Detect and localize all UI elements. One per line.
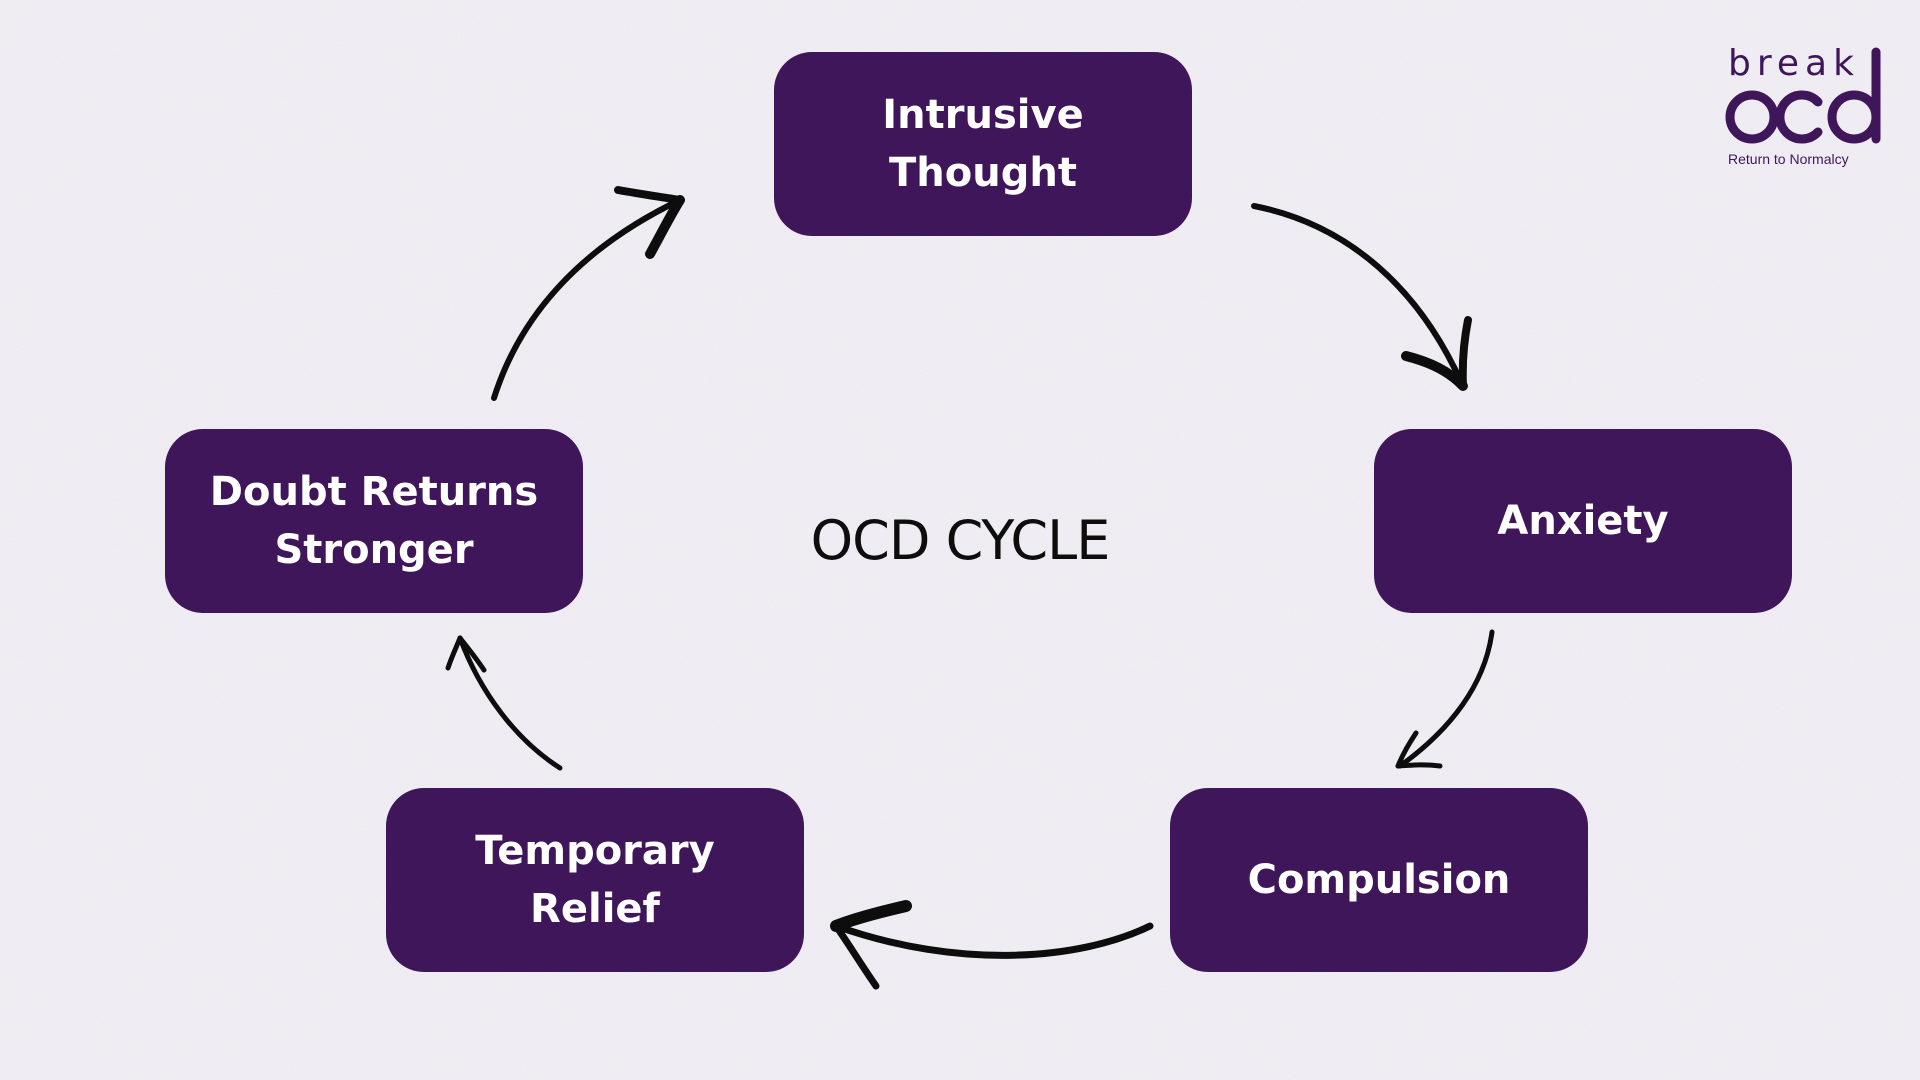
node-temporary-relief: Temporary Relief (386, 788, 804, 972)
break-ocd-logo: break Return to Normalcy (1718, 44, 1898, 174)
logo-tagline: Return to Normalcy (1728, 151, 1849, 167)
diagram-title: OCD CYCLE (810, 509, 1111, 572)
node-doubt-returns-stronger: Doubt Returns Stronger (165, 429, 583, 613)
node-label: Intrusive Thought (882, 92, 1084, 196)
node-label: Anxiety (1497, 498, 1669, 544)
node-label: Doubt Returns Stronger (209, 469, 539, 573)
node-compulsion: Compulsion (1170, 788, 1588, 972)
node-label: Compulsion (1247, 857, 1511, 903)
ocd-logo-mark (1725, 47, 1881, 144)
node-label: Temporary Relief (475, 828, 715, 932)
node-intrusive-thought: Intrusive Thought (774, 52, 1192, 236)
logo-word: break (1728, 43, 1860, 84)
node-anxiety: Anxiety (1374, 429, 1792, 613)
